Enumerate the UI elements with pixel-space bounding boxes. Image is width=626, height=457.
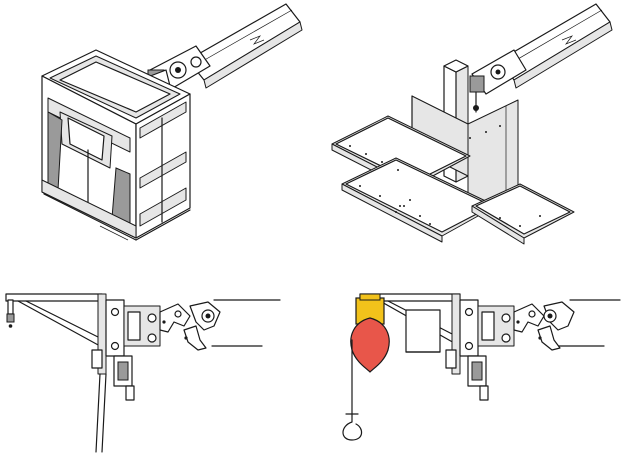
rotator-coupler-2 — [469, 49, 527, 113]
platform-rivets — [349, 125, 541, 227]
jib-panel — [5, 293, 281, 453]
hoist-hook — [342, 339, 363, 441]
platform-panel — [331, 3, 613, 245]
basket-panel — [41, 3, 303, 241]
jib-beam — [5, 293, 103, 347]
hook-block — [350, 317, 390, 373]
hoist-panel — [342, 293, 621, 441]
jib-post — [91, 293, 107, 453]
boom-arm — [187, 3, 303, 89]
jib-coupler — [159, 301, 221, 351]
work-basket — [41, 49, 191, 241]
jib-post-2 — [445, 293, 461, 375]
platform-deck-right — [471, 183, 575, 245]
platform-deck-front — [341, 157, 497, 243]
hoist-backplate — [405, 309, 441, 353]
jib-mount-2 — [459, 299, 515, 401]
jib-coupler-2 — [513, 301, 575, 351]
boom-arm-2 — [499, 3, 613, 89]
jib-mount — [105, 299, 161, 401]
